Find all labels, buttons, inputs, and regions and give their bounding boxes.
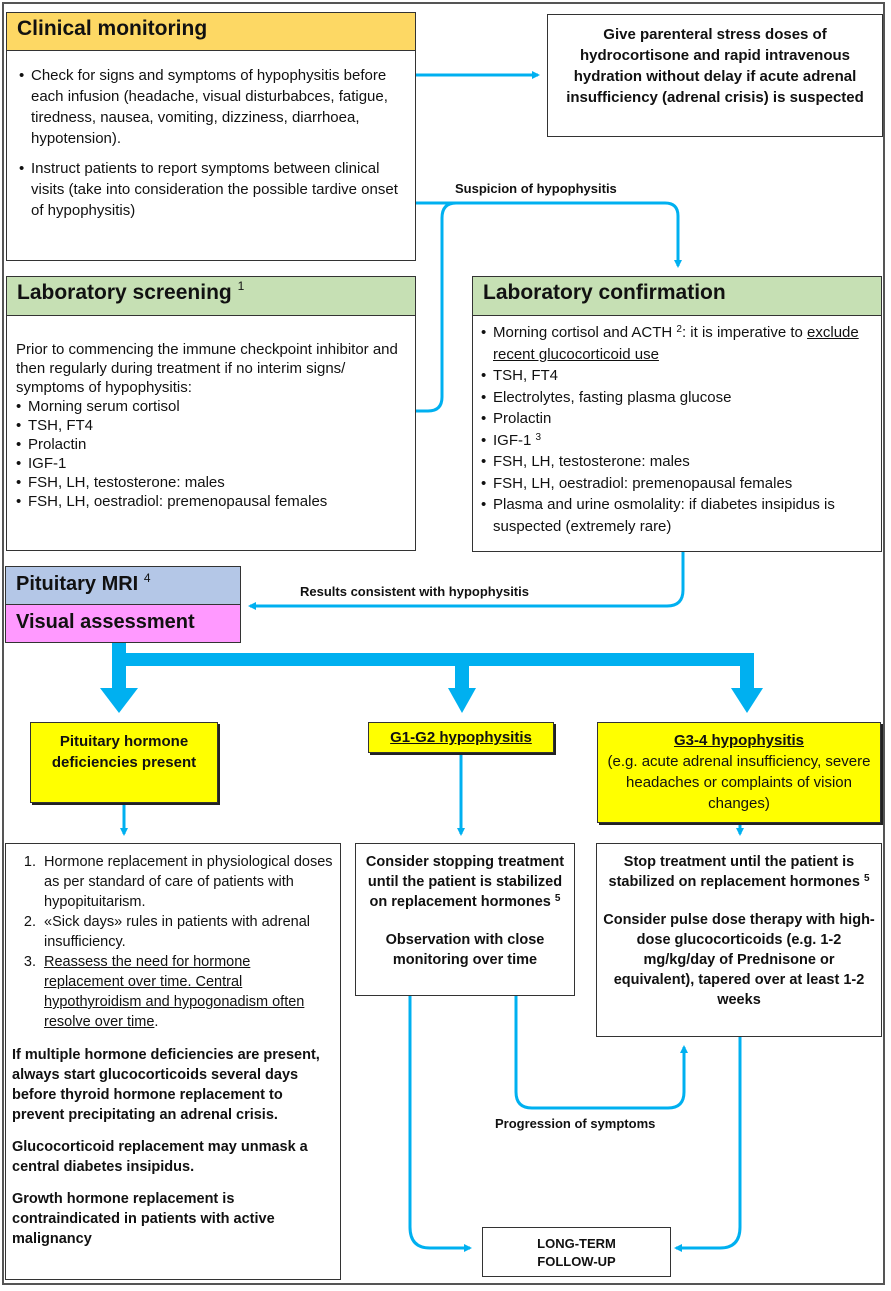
confirmation-item: Morning cortisol and ACTH 2: it is imper…	[481, 322, 873, 365]
confirmation-item: Prolactin	[481, 408, 873, 430]
clinical-monitoring-bullet: Instruct patients to report symptoms bet…	[19, 158, 403, 221]
g3g4-para2: Consider pulse dose therapy with high-do…	[603, 912, 875, 1008]
suspicion-label: Suspicion of hypophysitis	[455, 181, 617, 196]
footnote-5: 5	[863, 873, 870, 884]
g3g4-para1: Stop treatment until the patient is stab…	[608, 854, 870, 890]
clinical-monitoring-title: Clinical monitoring	[17, 17, 208, 40]
g1g2-para1: Consider stopping treatment until the pa…	[365, 854, 565, 910]
footnote-5: 5	[554, 893, 561, 904]
visual-assessment-header: Visual assessment	[5, 604, 241, 643]
screening-item: Morning serum cortisol	[16, 397, 406, 416]
laboratory-confirmation-title: Laboratory confirmation	[483, 281, 726, 304]
results-consistent-label: Results consistent with hypophysitis	[300, 584, 529, 599]
follow-up-line1: LONG-TERM	[537, 1236, 616, 1251]
adrenal-crisis-text: Give parenteral stress doses of hydrocor…	[566, 26, 864, 106]
deficiency-step: Hormone replacement in physiological dos…	[40, 852, 334, 912]
footnote-3: 3	[535, 431, 542, 443]
pituitary-mri-header: Pituitary MRI 4	[5, 566, 241, 605]
laboratory-confirmation-header: Laboratory confirmation	[472, 276, 882, 316]
laboratory-screening-intro: Prior to commencing the immune checkpoin…	[16, 341, 398, 396]
laboratory-screening-box: Prior to commencing the immune checkpoin…	[6, 315, 416, 551]
confirmation-item: Plasma and urine osmolality: if diabetes…	[481, 494, 873, 537]
branch-g1g2-title: G1-G2 hypophysitis	[390, 729, 532, 746]
deficiency-note: Glucocorticoid replacement may unmask a …	[12, 1139, 308, 1175]
clinical-monitoring-header: Clinical monitoring	[6, 12, 416, 51]
follow-up-line2: FOLLOW-UP	[537, 1254, 616, 1269]
pituitary-mri-footnote: 4	[143, 571, 151, 585]
branch-g3g4-title: G3-4 hypophysitis	[673, 732, 805, 749]
long-term-follow-up-box: LONG-TERM FOLLOW-UP	[482, 1227, 671, 1277]
branch-g1g2: G1-G2 hypophysitis	[368, 722, 554, 753]
exclude-glucocorticoid-note: exclude recent glucocorticoid use	[493, 324, 859, 363]
progression-label: Progression of symptoms	[495, 1116, 656, 1131]
screening-item: IGF-1	[16, 454, 406, 473]
laboratory-screening-header: Laboratory screening 1	[6, 276, 416, 316]
clinical-monitoring-bullet: Check for signs and symptoms of hypophys…	[19, 65, 403, 149]
deficiency-step: «Sick days» rules in patients with adren…	[40, 912, 334, 952]
visual-assessment-title: Visual assessment	[16, 611, 195, 633]
deficiency-step: Reassess the need for hormone replacemen…	[40, 952, 334, 1032]
g3g4-box: Stop treatment until the patient is stab…	[596, 843, 882, 1037]
g1g2-box: Consider stopping treatment until the pa…	[355, 843, 575, 996]
confirmation-item: IGF-1 3	[481, 430, 873, 452]
deficiency-note: If multiple hormone deficiencies are pre…	[12, 1047, 320, 1123]
laboratory-confirmation-box: Morning cortisol and ACTH 2: it is imper…	[472, 315, 882, 552]
screening-item: FSH, LH, testosterone: males	[16, 473, 406, 492]
screening-item: TSH, FT4	[16, 416, 406, 435]
branch-deficiencies-title: Pituitary hormone deficiencies present	[51, 733, 197, 771]
laboratory-screening-footnote: 1	[237, 279, 245, 293]
screening-item: FSH, LH, oestradiol: premenopausal femal…	[16, 492, 406, 511]
g1g2-para2: Observation with close monitoring over t…	[385, 932, 545, 968]
branch-g3g4-subtitle: (e.g. acute adrenal insufficiency, sever…	[607, 753, 871, 812]
deficiency-note: Growth hormone replacement is contraindi…	[12, 1191, 275, 1247]
screening-item: Prolactin	[16, 435, 406, 454]
confirmation-item: TSH, FT4	[481, 365, 873, 387]
footnote-2: 2	[676, 324, 682, 335]
laboratory-screening-title: Laboratory screening	[17, 281, 232, 304]
confirmation-item: Electrolytes, fasting plasma glucose	[481, 387, 873, 409]
pituitary-mri-title: Pituitary MRI	[16, 573, 139, 595]
adrenal-crisis-box: Give parenteral stress doses of hydrocor…	[547, 14, 883, 137]
branch-deficiencies: Pituitary hormone deficiencies present	[30, 722, 218, 803]
clinical-monitoring-box: Check for signs and symptoms of hypophys…	[6, 50, 416, 261]
confirmation-item: FSH, LH, oestradiol: premenopausal femal…	[481, 473, 873, 495]
branch-g3g4: G3-4 hypophysitis (e.g. acute adrenal in…	[597, 722, 881, 823]
confirmation-item: FSH, LH, testosterone: males	[481, 451, 873, 473]
deficiencies-box: Hormone replacement in physiological dos…	[5, 843, 341, 1280]
